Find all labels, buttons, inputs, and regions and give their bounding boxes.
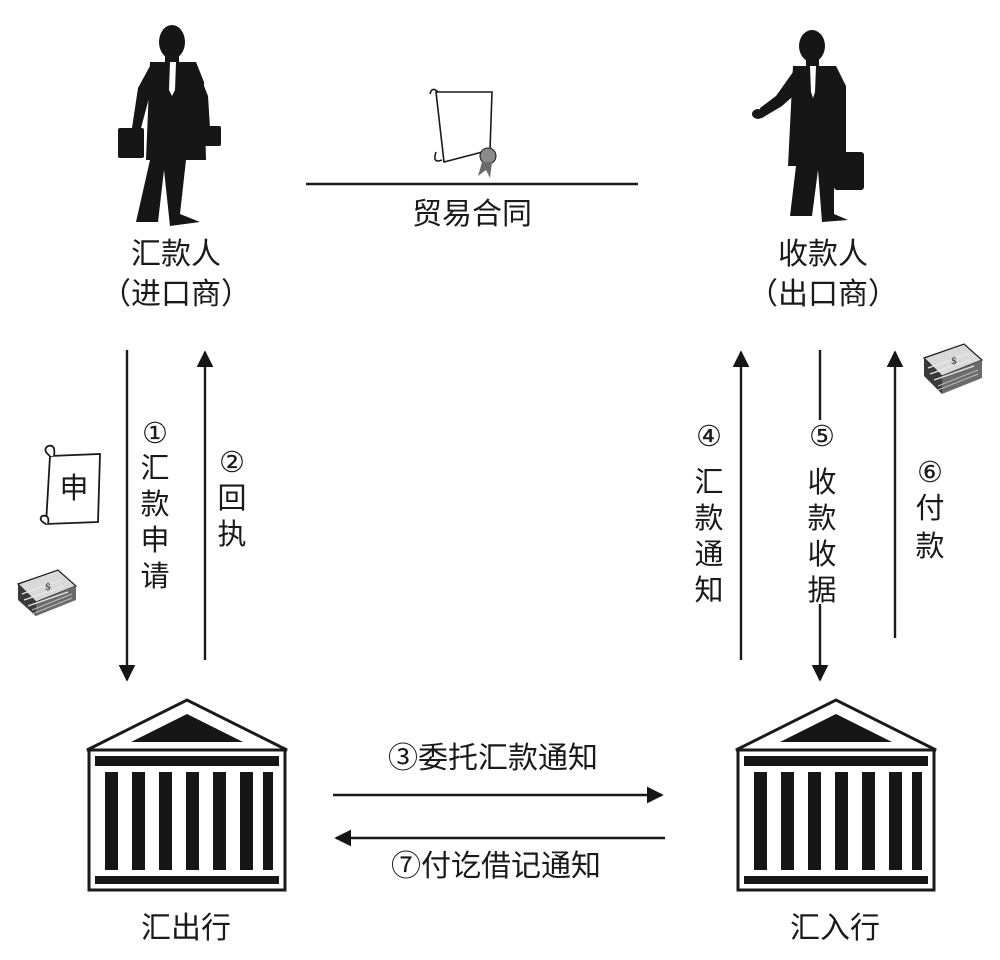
svg-text:款: 款 xyxy=(694,501,723,535)
svg-text:收: 收 xyxy=(807,537,836,571)
svg-text:款: 款 xyxy=(807,501,836,535)
svg-text:$: $ xyxy=(45,582,51,593)
payee-role: （出口商） xyxy=(748,277,898,312)
svg-text:①: ① xyxy=(142,416,168,450)
paying-bank-label: 汇入行 xyxy=(790,911,880,946)
remitter-silhouette-icon xyxy=(118,25,221,226)
svg-text:⑥: ⑥ xyxy=(917,455,943,489)
payee-silhouette-icon xyxy=(752,30,864,222)
svg-text:回: 回 xyxy=(217,481,246,515)
svg-text:④: ④ xyxy=(696,419,722,453)
payee-name: 收款人 xyxy=(778,237,868,272)
svg-text:汇: 汇 xyxy=(140,451,169,485)
step-3-label: ③委托汇款通知 xyxy=(388,741,598,776)
svg-text:知: 知 xyxy=(694,573,723,607)
svg-text:⑤: ⑤ xyxy=(809,419,835,453)
svg-text:$: $ xyxy=(951,356,957,367)
money-stack-icon-left: $ xyxy=(16,569,78,616)
remitter-name: 汇款人 xyxy=(131,237,221,272)
application-doc-icon: 申 xyxy=(39,444,101,525)
step-6-label: ⑥ 付 款 xyxy=(915,455,944,563)
svg-text:款: 款 xyxy=(915,529,944,563)
svg-text:请: 请 xyxy=(140,559,169,593)
svg-text:汇: 汇 xyxy=(694,465,723,499)
svg-text:收: 收 xyxy=(807,465,836,499)
svg-text:通: 通 xyxy=(694,537,723,571)
svg-text:据: 据 xyxy=(807,573,836,607)
contract-label: 贸易合同 xyxy=(412,197,532,232)
svg-text:申: 申 xyxy=(140,523,169,557)
step-4-label: ④ 汇 款 通 知 xyxy=(694,419,723,607)
remitter-role: （进口商） xyxy=(101,277,251,312)
contract-scroll-icon xyxy=(429,88,497,178)
remitting-bank-label: 汇出行 xyxy=(141,911,231,946)
svg-text:执: 执 xyxy=(217,517,246,551)
step-7-label: ⑦付讫借记通知 xyxy=(391,849,601,884)
svg-text:付: 付 xyxy=(915,491,944,525)
step-5-label: ⑤ 收 款 收 据 xyxy=(807,419,836,607)
money-stack-icon-right: $ xyxy=(922,343,984,394)
svg-text:款: 款 xyxy=(140,487,169,521)
application-doc-label: 申 xyxy=(59,471,88,505)
svg-text:②: ② xyxy=(219,445,245,479)
paying-bank-icon xyxy=(735,698,937,892)
remitting-bank-icon xyxy=(86,698,288,892)
step-2-label: ② 回 执 xyxy=(217,445,246,551)
step-1-label: ① 汇 款 申 请 xyxy=(140,416,169,593)
